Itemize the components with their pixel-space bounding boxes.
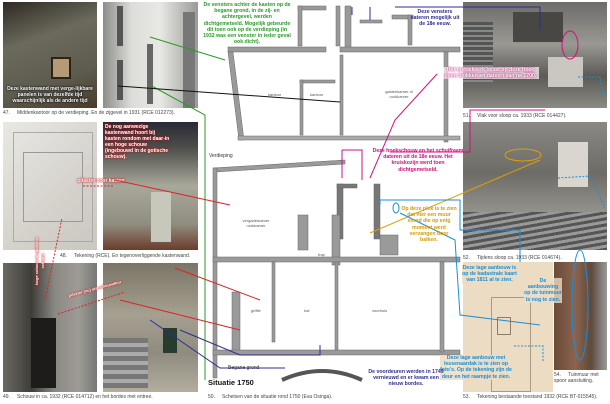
photo-47-interior: Deze kastenwand met verge-lijkbare panel… <box>3 2 97 108</box>
room-griffie: griffie <box>251 308 261 313</box>
caption-53: 53.Tekening bestaande toestand 1932 (RCE… <box>463 394 598 400</box>
label-begane-grond: Begane grond <box>228 365 260 371</box>
room-voorhuis: voorhuis <box>372 308 388 313</box>
caption-50: 50.Schetsen van de situatie rond 1750 (E… <box>208 394 333 400</box>
caption-54: 54.Tuinmuur met spoor aansluiting. <box>554 372 599 384</box>
note-wall-replaced: Op deze plek is te zien dat hier een muu… <box>401 206 457 244</box>
note-masonry: Het metselwerk bevat op deze hoek geen b… <box>442 67 539 80</box>
room-kantoor-2: kantoor <box>310 92 324 97</box>
note-extension-1811: Deze lage aanbouw is op de kadastrale ka… <box>462 265 517 284</box>
room-vergaderkamer: vergaderkamer rookkamer <box>242 218 270 228</box>
room-hal: hal <box>304 308 310 313</box>
caption-52: 52.Tijdens sloop ca. 1933 (RCE 014674). <box>463 255 562 261</box>
overlay-48-pilaster: pilaster voor kasten <box>77 178 125 184</box>
overlay-47: Deze kastenwand met verge-lijkbare panel… <box>7 86 93 104</box>
note-garden-wall: De aanbouwing op de tuinmuur is nog te z… <box>524 278 562 303</box>
caption-49: 49.Schouw in ca. 1932 (RCE 014712) en he… <box>3 394 153 400</box>
caption-48: 48.Tekening (RCE). En tegenoverliggende … <box>60 253 191 259</box>
plan-title: Situatie 1750 <box>208 378 254 387</box>
note-corner-fireplace: Deze hoekschouw en het schuifraam datere… <box>372 148 464 173</box>
note-windows-bricked: De vensters achter de kasten op de began… <box>203 2 291 46</box>
caption-51: 51.Vlak voor sloop ca. 1933 (RCE 014427)… <box>463 113 567 119</box>
photo-49-schouw <box>3 263 97 392</box>
note-front-doors: De voordeuren werden in 1749 vernieuwd e… <box>368 369 444 388</box>
photo-52-during-demolition <box>463 122 607 250</box>
photo-51-before-demolition <box>463 2 607 108</box>
photo-54-garden-wall <box>554 262 607 370</box>
photo-49-entrance <box>103 263 198 392</box>
note-lean-to: Deze lage aanbouw met lessenaardak is te… <box>440 355 512 380</box>
label-verdieping: Verdieping <box>209 153 233 159</box>
overlay-48: De nog aanwezige kastenwand hoort bij ka… <box>105 124 170 160</box>
photo-48-wall: De nog aanwezige kastenwand hoort bij ka… <box>103 122 198 250</box>
photo-48-drawing <box>3 122 97 250</box>
note-18th-windows: Deze vensters dateren mogelijk uit de 18… <box>410 9 460 28</box>
room-kantoor-1: kantoor <box>268 92 282 97</box>
room-trap: trap <box>318 252 325 257</box>
caption-47: 47.Middenkantoor op de verdieping. En de… <box>3 110 175 116</box>
painting <box>51 57 71 79</box>
room-gastenkamer: gastenkamer of rookkamer <box>385 89 413 99</box>
